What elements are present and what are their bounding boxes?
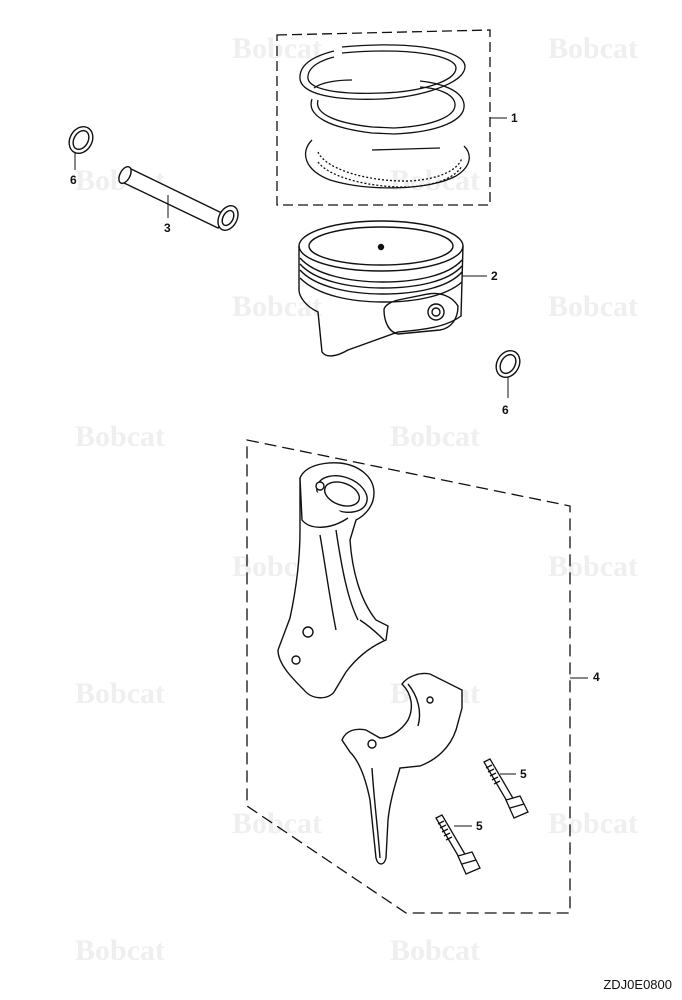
svg-text:Bobcat: Bobcat (390, 164, 480, 197)
ring-set-dashed-box (276, 29, 491, 206)
rod-bolt-lower (435, 814, 481, 875)
piston-ring-oil (304, 139, 470, 189)
svg-text:Bobcat: Bobcat (548, 32, 638, 65)
piston-pin (118, 166, 239, 231)
connecting-rod (277, 462, 389, 699)
snap-ring-right (495, 349, 521, 379)
svg-text:Bobcat: Bobcat (232, 290, 322, 323)
connecting-rod-dashed-box (246, 439, 571, 914)
callout-label-1: 1 (511, 111, 518, 125)
callout-label-5-lower: 5 (476, 819, 483, 833)
svg-text:Bobcat: Bobcat (75, 677, 165, 710)
piston-ring-middle (310, 79, 465, 135)
snap-ring-left (68, 125, 94, 155)
piston-ring-top (299, 44, 466, 100)
svg-text:Bobcat: Bobcat (548, 290, 638, 323)
watermark: Bobcat Bobcat Bobcat Bobcat Bobcat Bobca… (75, 32, 638, 967)
ring-set-group (276, 29, 491, 206)
svg-text:Bobcat: Bobcat (232, 807, 322, 840)
svg-text:Bobcat: Bobcat (390, 934, 480, 967)
svg-text:Bobcat: Bobcat (75, 420, 165, 453)
watermark-layer: Bobcat Bobcat Bobcat Bobcat Bobcat Bobca… (75, 32, 638, 967)
drawing-code: ZDJ0E0800 (603, 977, 672, 992)
callout-label-2: 2 (491, 269, 498, 283)
piston (298, 220, 464, 357)
callout-label-5-upper: 5 (520, 767, 527, 781)
svg-text:Bobcat: Bobcat (75, 934, 165, 967)
connecting-rod-group (246, 439, 571, 914)
svg-text:Bobcat: Bobcat (390, 420, 480, 453)
svg-text:Bobcat: Bobcat (548, 550, 638, 583)
callout-label-3: 3 (164, 221, 171, 235)
rod-bolt-upper (483, 758, 529, 819)
callout-label-6-right: 6 (502, 403, 509, 417)
callout-label-4: 4 (593, 670, 600, 684)
rod-cap (341, 672, 463, 865)
callout-label-6-left: 6 (70, 173, 77, 187)
svg-text:Bobcat: Bobcat (548, 807, 638, 840)
